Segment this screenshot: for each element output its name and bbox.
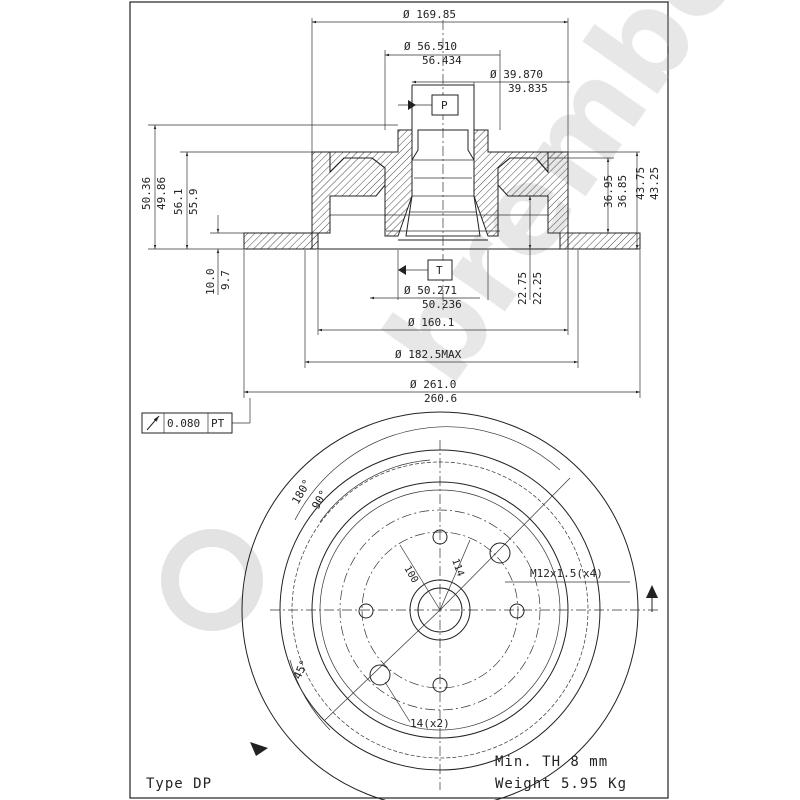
dim-h-49-86: 49.86 <box>155 177 168 210</box>
runout-ref: PT <box>211 417 225 430</box>
pcd-114: 114 <box>449 557 466 578</box>
dim-h-36-95: 36.95 <box>602 175 615 208</box>
dim-h-36-85: 36.85 <box>616 175 629 208</box>
angle-45: 45° <box>291 658 311 682</box>
dim-h-9-7: 9.7 <box>219 270 232 290</box>
datum-t-box <box>427 259 453 281</box>
bolt-hole-right <box>509 603 525 619</box>
dim-d-160-1: Ø 160.1 <box>408 316 454 329</box>
min-thickness-note: Min. TH 8 mm <box>495 754 608 770</box>
dim-d-261-0: Ø 261.0 <box>410 378 456 391</box>
dim-h-10-0: 10.0 <box>204 269 217 296</box>
bolt-hole-left <box>358 603 374 619</box>
runout-frame <box>141 412 233 434</box>
front-view: 180° 90° 45° 100 114 M12x1.5(x4) 14(x2) <box>241 411 660 800</box>
runout-value: 0.080 <box>167 417 200 430</box>
dim-h-56-1: 56.1 <box>172 189 185 216</box>
dim-d-50-236: 50.236 <box>422 298 462 311</box>
runout-arrow-icon <box>146 415 160 431</box>
view-arrow-right-icon <box>646 585 658 598</box>
holes-label: 14(x2) <box>410 717 450 730</box>
weight-note: Weight 5.95 Kg <box>495 776 627 792</box>
dim-h-55-9: 55.9 <box>187 189 200 216</box>
dim-h-43-75: 43.75 <box>634 167 647 200</box>
drawing-frame <box>129 1 669 799</box>
brembo-watermark: brembo <box>161 0 772 631</box>
view-arrow-left-icon <box>250 742 268 756</box>
dim-d-39-870: Ø 39.870 <box>490 68 543 81</box>
outer-disc-edge <box>241 411 639 800</box>
dim-d-56-510: Ø 56.510 <box>404 40 457 53</box>
dim-h-22-75: 22.75 <box>516 272 529 305</box>
dim-h-50-36: 50.36 <box>140 177 153 210</box>
type-note: Type DP <box>146 776 212 792</box>
datum-t-label: T <box>436 264 443 277</box>
locating-hole-lower <box>369 664 391 686</box>
dim-d-182-5: Ø 182.5MAX <box>395 348 462 361</box>
dim-d-56-434: 56.434 <box>422 54 462 67</box>
dim-d-169-85: Ø 169.85 <box>403 8 456 21</box>
dim-h-22-25: 22.25 <box>531 272 544 305</box>
thread-label: M12x1.5(x4) <box>530 567 603 580</box>
bolt-hole-bottom <box>432 677 448 693</box>
datum-p-box <box>431 94 459 116</box>
dim-d-50-271: Ø 50.271 <box>404 284 457 297</box>
dim-d-260-6: 260.6 <box>424 392 457 405</box>
section-view: P T 0.080 PT Ø 169.85 Ø 56.510 56.434 Ø … <box>140 8 661 434</box>
pcd-100: 100 <box>401 564 420 585</box>
bolt-hole-top <box>432 529 448 545</box>
angle-90: 90° <box>309 488 330 512</box>
dim-h-43-25: 43.25 <box>648 167 661 200</box>
locating-hole-upper <box>489 542 511 564</box>
dim-d-39-835: 39.835 <box>508 82 548 95</box>
datum-p-label: P <box>441 99 448 112</box>
